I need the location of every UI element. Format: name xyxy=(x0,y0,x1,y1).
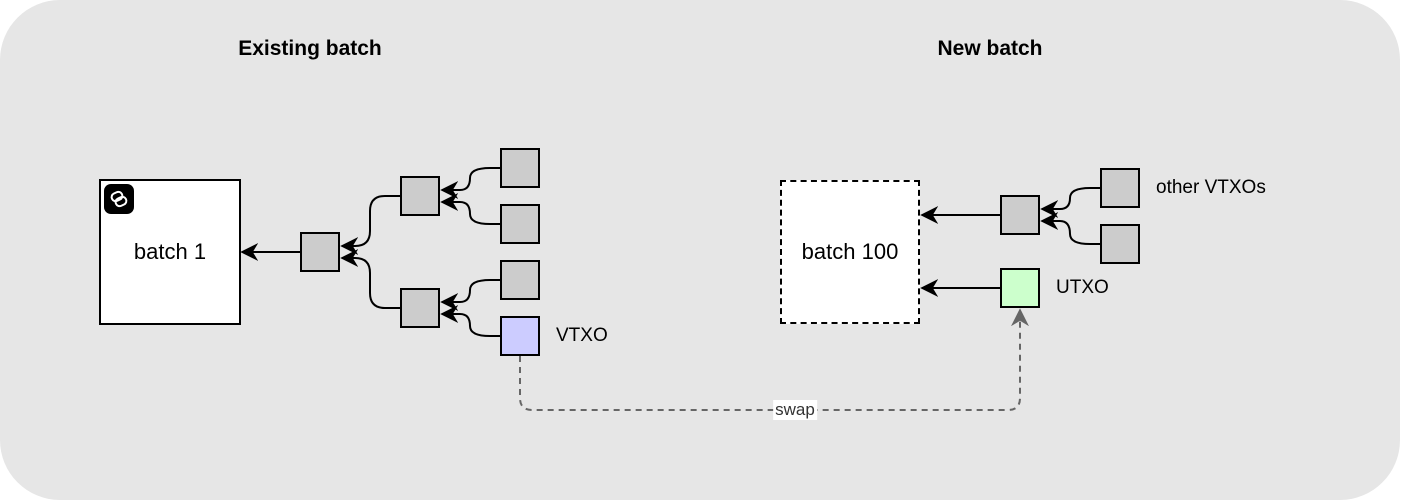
new-batch-title: New batch xyxy=(937,37,1043,60)
existing-batch-title: Existing batch xyxy=(238,37,382,60)
tree-node-level2-top[interactable] xyxy=(400,176,440,216)
edge-rleaf1-to-r1 xyxy=(1040,187,1100,218)
vtxo-label: VTXO xyxy=(556,325,608,346)
tree-leaf-1[interactable] xyxy=(500,148,540,188)
edge-leaf3-to-l2b xyxy=(440,279,500,311)
edge-rleaf2-to-r1 xyxy=(1040,212,1100,245)
edge-leaf2-to-l2a xyxy=(440,193,500,225)
batch-1-label: batch 1 xyxy=(133,239,207,264)
batch-100-node[interactable]: batch 100 xyxy=(780,180,920,324)
edge-leaf1-to-l2a xyxy=(440,167,500,199)
new-tree-leaf-1[interactable] xyxy=(1100,168,1140,208)
other-vtxos-label: other VTXOs xyxy=(1156,177,1266,198)
tree-leaf-2[interactable] xyxy=(500,204,540,244)
utxo-label: UTXO xyxy=(1056,277,1109,298)
utxo-node[interactable] xyxy=(1000,268,1040,308)
chain-link-logo-icon xyxy=(104,184,134,214)
edge-l2a-to-l1 xyxy=(340,195,400,255)
batch-1-node[interactable]: batch 1 xyxy=(99,179,241,325)
vtxo-node[interactable] xyxy=(500,316,540,356)
edge-l2b-to-l1 xyxy=(340,249,400,309)
tree-node-level2-bottom[interactable] xyxy=(400,288,440,328)
edge-vtxo-to-l2b xyxy=(440,305,500,337)
tree-node-level1[interactable] xyxy=(300,232,340,272)
new-tree-node[interactable] xyxy=(1000,195,1040,235)
batch-100-label: batch 100 xyxy=(801,239,899,264)
swap-edge-label: swap xyxy=(773,400,817,420)
edge-swap xyxy=(519,308,1029,411)
new-tree-leaf-2[interactable] xyxy=(1100,224,1140,264)
tree-leaf-3[interactable] xyxy=(500,260,540,300)
